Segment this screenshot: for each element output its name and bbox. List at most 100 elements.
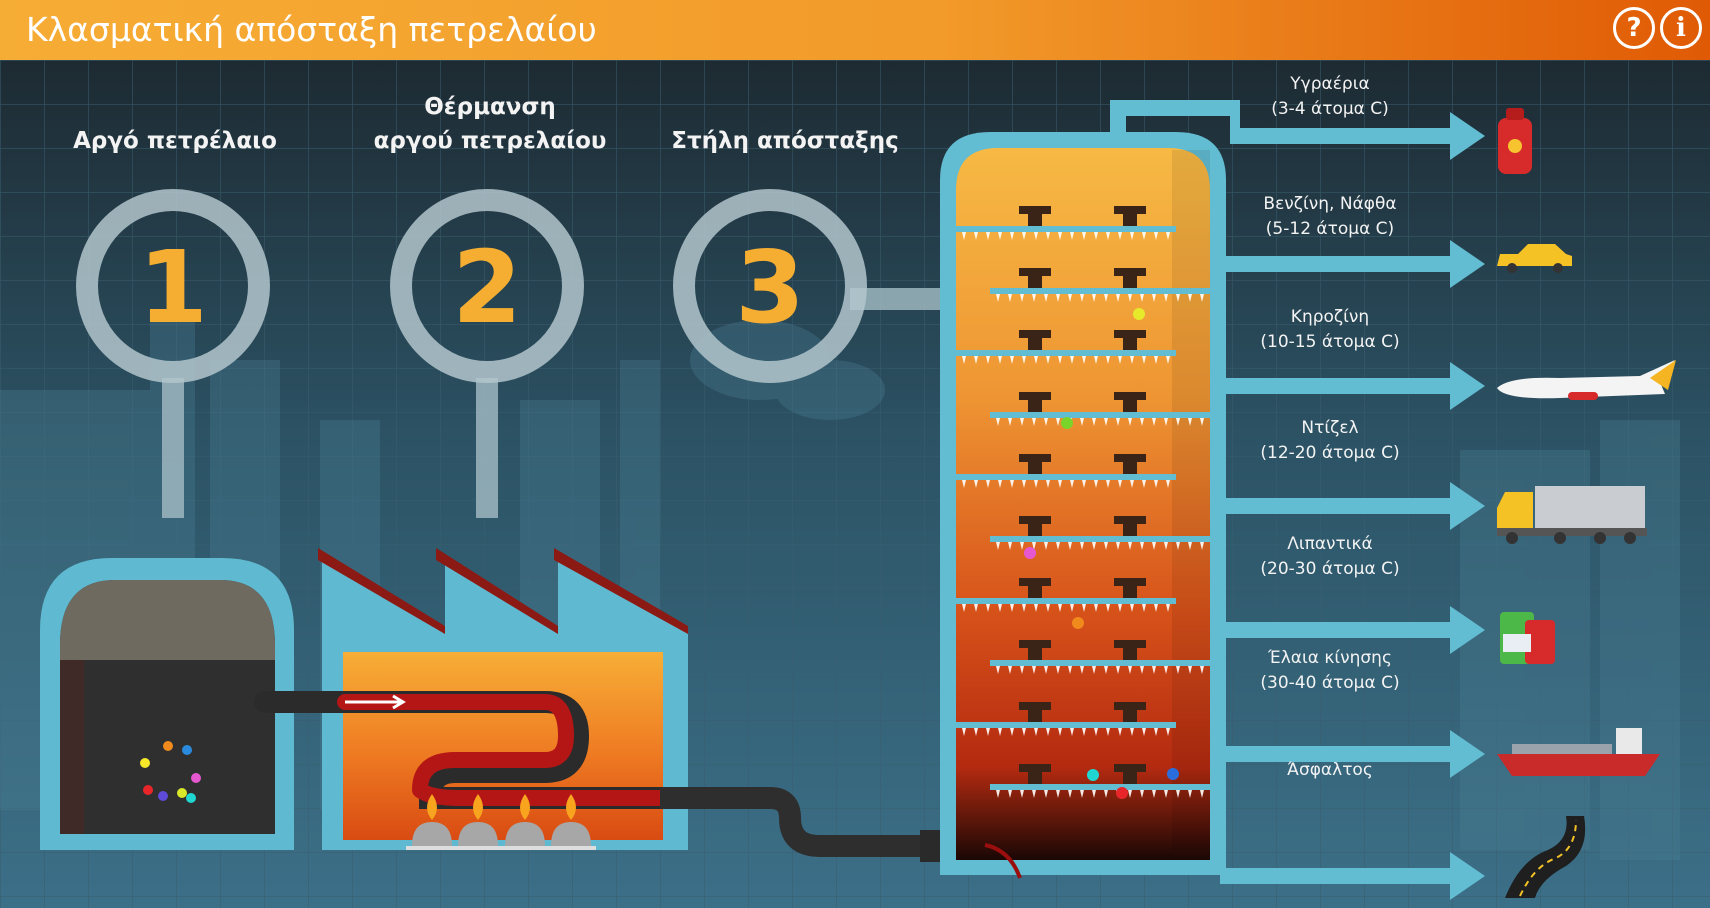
fraction-label: Υγραέρια (3-4 άτομα C) xyxy=(1230,72,1430,122)
condensate-drip xyxy=(1044,790,1048,798)
condensate-drip xyxy=(1032,790,1036,798)
condensate-drip xyxy=(1106,480,1110,488)
step-3-number: 3 xyxy=(735,229,805,346)
scene: 1 2 3 xyxy=(0,60,1710,908)
condensate-drip xyxy=(1080,542,1084,550)
condensate-drip xyxy=(1020,542,1024,550)
condensate-drip xyxy=(1034,356,1038,364)
bubble-cap xyxy=(1114,454,1146,474)
wheel xyxy=(1624,532,1636,544)
condensate-drip xyxy=(1104,294,1108,302)
column-trays xyxy=(956,206,1210,879)
fraction-carbons: (20-30 άτομα C) xyxy=(1260,559,1400,579)
condensate-drip xyxy=(1176,666,1180,674)
condensate-drip xyxy=(1070,356,1074,364)
step-2-label-line1: Θέρμανση xyxy=(424,94,556,120)
molecule-dots xyxy=(1024,308,1179,799)
molecule-dot xyxy=(1116,787,1128,799)
condensate-drip xyxy=(1118,480,1122,488)
trailer xyxy=(1535,486,1645,528)
gas-cylinder-icon xyxy=(1498,108,1532,174)
inlet-stream xyxy=(984,843,1022,879)
deck xyxy=(1512,744,1612,754)
condensate-drip xyxy=(1070,480,1074,488)
molecule-dot xyxy=(1072,617,1084,629)
condensate-drip xyxy=(1152,790,1156,798)
tray xyxy=(956,722,1176,728)
car-body xyxy=(1497,244,1572,266)
fraction-name: Υγραέρια xyxy=(1290,74,1370,94)
condensate-drip xyxy=(1008,418,1012,426)
condensate-drip xyxy=(986,356,990,364)
condensate-drip xyxy=(1116,294,1120,302)
wheel xyxy=(1507,263,1517,273)
fraction-carbons: (10-15 άτομα C) xyxy=(1260,332,1400,352)
condensate-drip xyxy=(1010,356,1014,364)
condensate-drip xyxy=(1200,790,1204,798)
fraction-name: Άσφαλτος xyxy=(1287,760,1373,780)
condensate-drip xyxy=(1080,666,1084,674)
condensate-drip xyxy=(1056,418,1060,426)
condensate-drip xyxy=(1142,728,1146,736)
road-icon xyxy=(1505,816,1586,898)
condensate-drip xyxy=(1106,728,1110,736)
condensate-drip xyxy=(1142,232,1146,240)
condensate-drip xyxy=(1200,666,1204,674)
help-button[interactable]: ? xyxy=(1613,7,1655,49)
step-2-label: Θέρμανση αργού πετρελαίου xyxy=(360,90,620,158)
condensate-drip xyxy=(1044,542,1048,550)
condensate-drip xyxy=(1188,666,1192,674)
bubble-cap xyxy=(1019,206,1051,226)
condensate-drip xyxy=(1142,356,1146,364)
condensate-drip xyxy=(986,604,990,612)
condensate-drip xyxy=(1068,666,1072,674)
condensate-drip xyxy=(1092,666,1096,674)
condensate-drip xyxy=(1130,728,1134,736)
condensate-drip xyxy=(1104,542,1108,550)
condensate-drip xyxy=(1200,542,1204,550)
step-2-number: 2 xyxy=(452,229,522,346)
airplane-icon xyxy=(1497,360,1676,400)
condensate-drip xyxy=(1142,480,1146,488)
bubble-cap xyxy=(1019,330,1051,350)
condensate-drip xyxy=(1164,542,1168,550)
condensate-drip xyxy=(1130,232,1134,240)
chassis xyxy=(1497,528,1647,536)
fraction-carbons: (3-4 άτομα C) xyxy=(1271,99,1389,119)
condensate-drip xyxy=(1022,356,1026,364)
condensate-drip xyxy=(1166,728,1170,736)
molecule-dot xyxy=(1133,308,1145,320)
step-2-circle xyxy=(390,189,584,383)
scene-graphics: 1 2 3 xyxy=(0,60,1710,908)
condensate-drip xyxy=(998,604,1002,612)
condensate-drip xyxy=(986,728,990,736)
info-button[interactable]: i xyxy=(1660,7,1702,49)
lubricant-bottles-icon xyxy=(1500,612,1555,664)
condensate-drip xyxy=(1010,232,1014,240)
condensate-drip xyxy=(1130,604,1134,612)
condensate-drip xyxy=(1106,604,1110,612)
outlet-arrows xyxy=(1110,100,1485,900)
condensate-drip xyxy=(986,480,990,488)
label xyxy=(1503,634,1531,652)
wheel xyxy=(1594,532,1606,544)
fraction-label: Λιπαντικά (20-30 άτομα C) xyxy=(1230,532,1430,582)
condensate-drip xyxy=(1106,232,1110,240)
bubble-cap xyxy=(1114,330,1146,350)
bubble-cap xyxy=(1114,702,1146,722)
crude-oil-tank xyxy=(40,558,294,850)
condensate-drip xyxy=(1164,294,1168,302)
condensate-drip xyxy=(1166,232,1170,240)
condensate-drip xyxy=(1082,232,1086,240)
condensate-drip xyxy=(1046,604,1050,612)
condensate-drip xyxy=(1068,790,1072,798)
bubble-cap xyxy=(1114,206,1146,226)
condensate-drip xyxy=(1032,294,1036,302)
condensate-drip xyxy=(1094,232,1098,240)
bridge xyxy=(1616,728,1642,754)
condensate-drip xyxy=(1094,728,1098,736)
condensate-drip xyxy=(962,356,966,364)
title-bar: Κλασματική απόσταξη πετρελαίου ? i xyxy=(0,0,1710,60)
fraction-label: Κηροζίνη (10-15 άτομα C) xyxy=(1230,305,1430,355)
step-1-label: Αργό πετρέλαιο xyxy=(73,128,277,154)
